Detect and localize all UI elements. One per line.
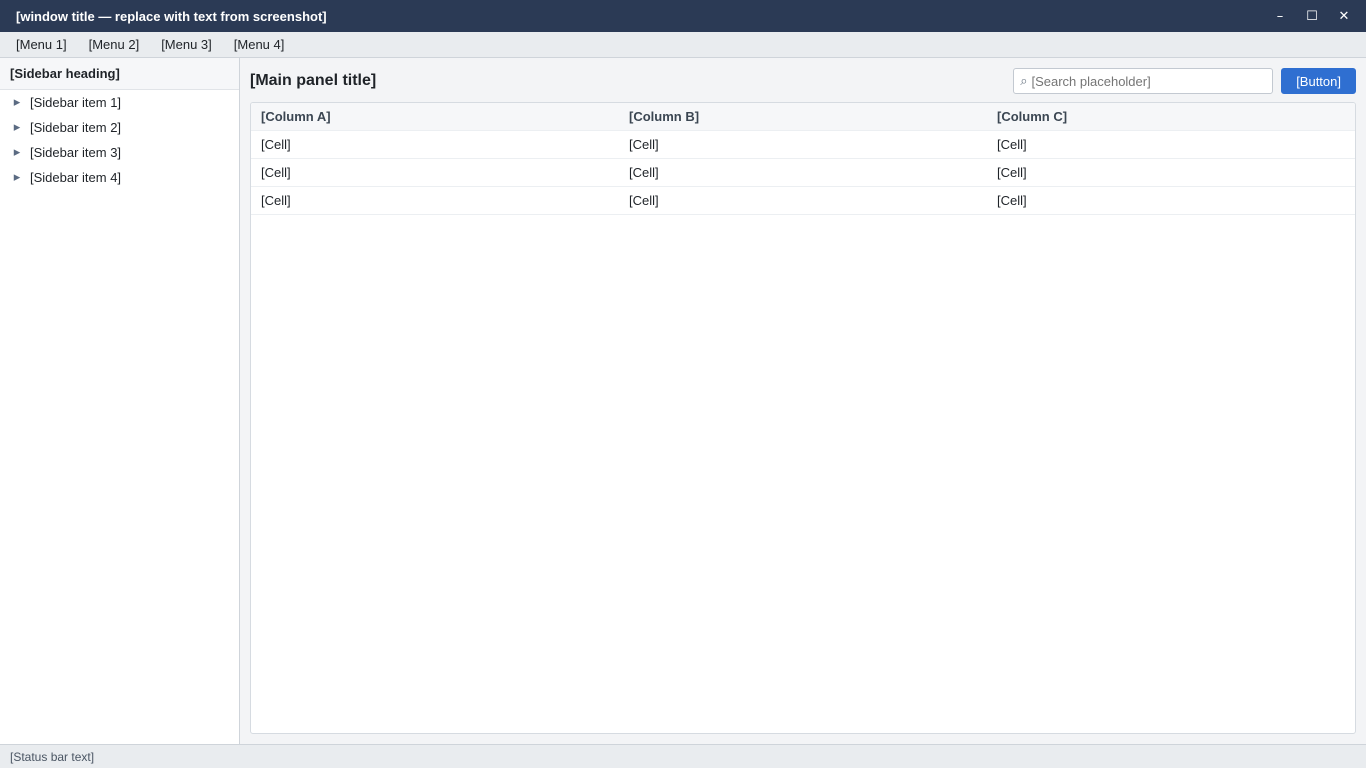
- sidebar-item-4[interactable]: ▸ [Sidebar item 4]: [0, 165, 239, 190]
- table-cell: [Cell]: [987, 130, 1355, 159]
- table-cell: [Cell]: [987, 158, 1355, 187]
- chevron-right-icon: ▸: [13, 170, 21, 185]
- search-icon: ⌕: [1020, 73, 1028, 89]
- sidebar-item-3[interactable]: ▸ [Sidebar item 3]: [0, 140, 239, 165]
- table-cell: [Cell]: [619, 130, 987, 159]
- status-bar: [Status bar text]: [0, 744, 1366, 768]
- search-box[interactable]: ⌕: [1013, 68, 1274, 94]
- close-button[interactable]: ✕: [1330, 5, 1358, 27]
- sidebar-item-2[interactable]: ▸ [Sidebar item 2]: [0, 115, 239, 140]
- maximize-button[interactable]: ☐: [1298, 5, 1326, 27]
- main-panel: [Main panel title] ⌕ [Button] [Column A]…: [240, 58, 1366, 744]
- content-area: [Sidebar heading] ▸ [Sidebar item 1] ▸ […: [0, 58, 1366, 744]
- status-text: [Status bar text]: [10, 749, 95, 764]
- chevron-right-icon: ▸: [13, 120, 21, 135]
- sidebar-list: ▸ [Sidebar item 1] ▸ [Sidebar item 2] ▸ …: [0, 90, 239, 190]
- data-table-container: [Column A] [Column B] [Column C] [Cell] …: [250, 102, 1356, 734]
- table-cell: [Cell]: [251, 130, 619, 159]
- menu-item-2[interactable]: [Menu 2]: [88, 37, 140, 52]
- data-table: [Column A] [Column B] [Column C] [Cell] …: [251, 103, 1355, 215]
- column-header[interactable]: [Column A]: [251, 103, 619, 131]
- menu-item-1[interactable]: [Menu 1]: [16, 37, 67, 52]
- window-controls: – ☐ ✕: [1266, 5, 1358, 27]
- menu-item-3[interactable]: [Menu 3]: [161, 37, 212, 52]
- page-title: [Main panel title]: [250, 72, 377, 89]
- sidebar-item-label: [Sidebar item 4]: [30, 170, 122, 185]
- table-header-row: [Column A] [Column B] [Column C]: [251, 103, 1355, 131]
- minimize-button[interactable]: –: [1266, 5, 1294, 27]
- table-cell: [Cell]: [987, 186, 1355, 215]
- sidebar-item-1[interactable]: ▸ [Sidebar item 1]: [0, 90, 239, 115]
- sidebar-item-label: [Sidebar item 2]: [30, 120, 122, 135]
- sidebar-item-label: [Sidebar item 1]: [30, 95, 122, 110]
- menu-item-4[interactable]: [Menu 4]: [233, 37, 285, 52]
- search-input[interactable]: [1031, 73, 1267, 89]
- column-header[interactable]: [Column B]: [619, 103, 987, 131]
- table-row[interactable]: [Cell] [Cell] [Cell]: [251, 186, 1355, 215]
- table-cell: [Cell]: [619, 158, 987, 187]
- chevron-right-icon: ▸: [13, 95, 21, 110]
- column-header[interactable]: [Column C]: [987, 103, 1355, 131]
- window-title: [window title — replace with text from s…: [16, 8, 327, 24]
- table-cell: [Cell]: [619, 186, 987, 215]
- sidebar-heading: [Sidebar heading]: [0, 58, 239, 90]
- chevron-right-icon: ▸: [13, 145, 21, 160]
- title-bar[interactable]: [window title — replace with text from s…: [0, 0, 1366, 32]
- table-row[interactable]: [Cell] [Cell] [Cell]: [251, 130, 1355, 159]
- primary-action-button[interactable]: [Button]: [1281, 68, 1356, 94]
- table-cell: [Cell]: [251, 186, 619, 215]
- table-row[interactable]: [Cell] [Cell] [Cell]: [251, 158, 1355, 187]
- menu-bar: [Menu 1] [Menu 2] [Menu 3] [Menu 4]: [0, 32, 1366, 58]
- sidebar: [Sidebar heading] ▸ [Sidebar item 1] ▸ […: [0, 58, 240, 744]
- table-cell: [Cell]: [251, 158, 619, 187]
- toolbar: [Main panel title] ⌕ [Button]: [250, 68, 1356, 94]
- sidebar-item-label: [Sidebar item 3]: [30, 145, 122, 160]
